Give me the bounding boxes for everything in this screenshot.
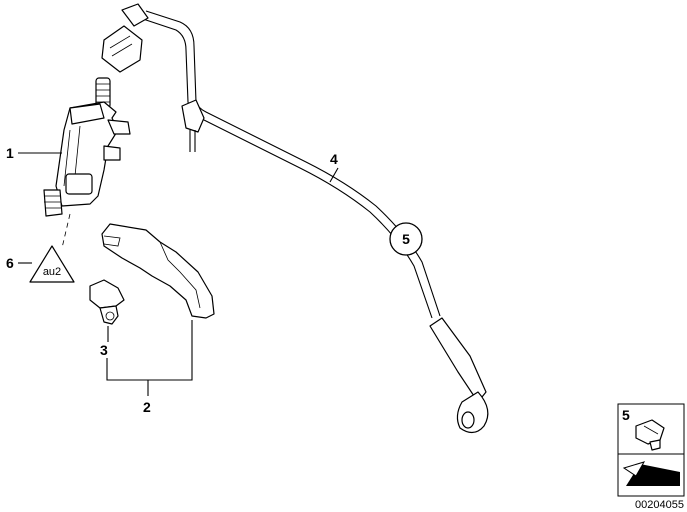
callout-4: 4 bbox=[330, 151, 338, 167]
triangle-text: au2 bbox=[43, 266, 61, 278]
warning-triangle-label: au2 bbox=[29, 245, 75, 283]
leader-lines bbox=[18, 152, 339, 396]
clip-part bbox=[89, 279, 125, 325]
callout-5: 5 bbox=[402, 231, 410, 247]
callout-2: 2 bbox=[143, 399, 151, 415]
hose-line-part bbox=[101, 3, 489, 434]
callout-3: 3 bbox=[100, 342, 108, 358]
reference-number: 00204055 bbox=[635, 499, 684, 511]
callout-1: 1 bbox=[6, 145, 14, 161]
legend-box: 5 bbox=[617, 403, 685, 497]
legend-number: 5 bbox=[622, 407, 630, 423]
callout-5-circle: 5 bbox=[389, 222, 423, 256]
clip-icon bbox=[635, 419, 665, 451]
valve-assembly-part bbox=[43, 77, 131, 249]
bracket-part bbox=[101, 223, 215, 319]
callout-6: 6 bbox=[6, 255, 14, 271]
arrow-icon bbox=[622, 461, 680, 486]
